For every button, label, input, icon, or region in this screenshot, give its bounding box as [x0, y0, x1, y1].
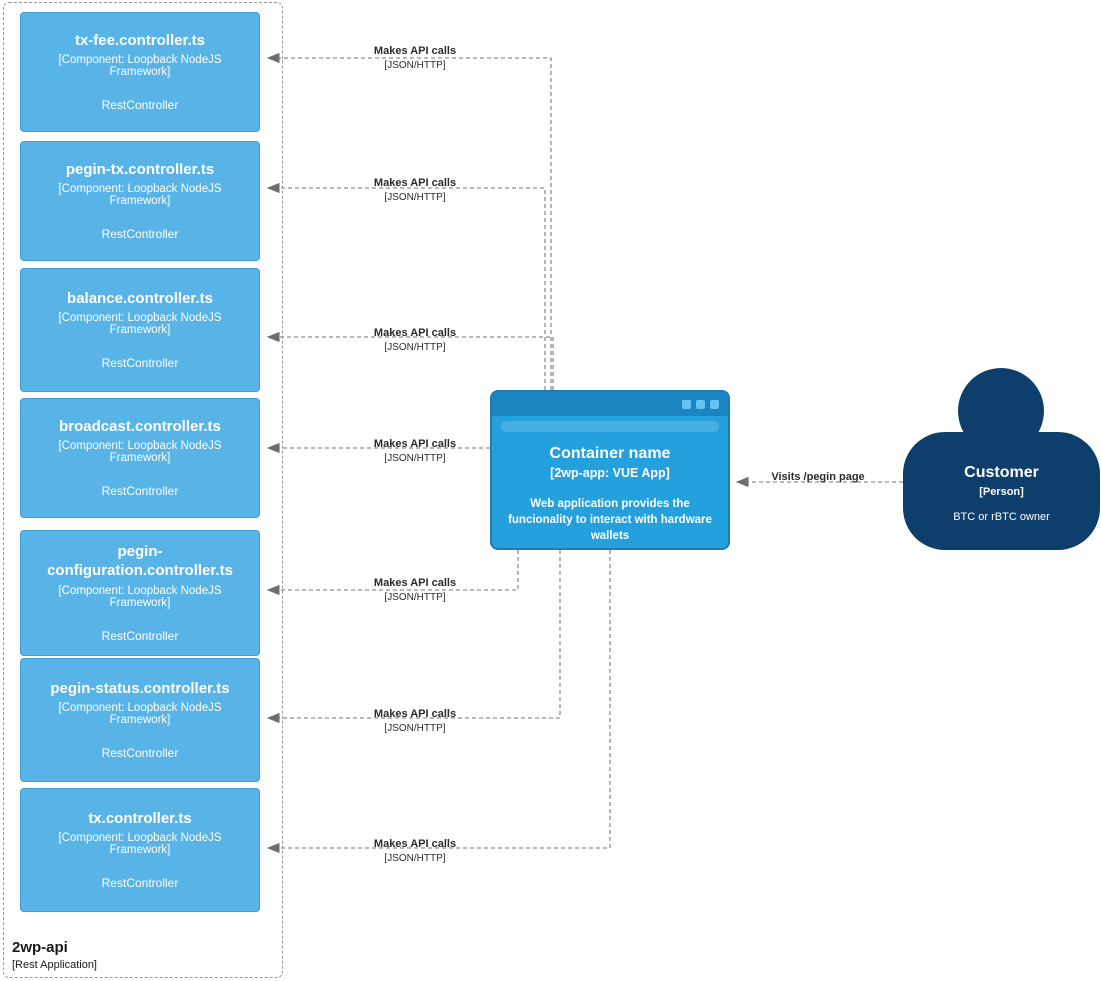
window-button-icon — [710, 399, 719, 409]
component-technology: RestController — [101, 484, 179, 499]
component-tx-fee-controller[interactable]: tx-fee.controller.ts [Component: Loopbac… — [20, 12, 260, 132]
component-name: pegin-tx.controller.ts — [65, 160, 215, 178]
boundary-2wp-api: 2wp-api [Rest Application] — [3, 2, 283, 978]
edge-label-text: Makes API calls — [373, 45, 457, 57]
edge-label-broadcast: Makes API calls [JSON/HTTP] — [374, 438, 456, 464]
edge-label-text: Makes API calls — [373, 327, 457, 339]
edge-label-technology: [JSON/HTTP] — [384, 453, 446, 464]
edge-label-technology: [JSON/HTTP] — [384, 592, 446, 603]
component-tx-controller[interactable]: tx.controller.ts [Component: Loopback No… — [20, 788, 260, 912]
container-2wp-app[interactable]: Container name [2wp-app: VUE App] Web ap… — [490, 390, 730, 550]
component-pegin-tx-controller[interactable]: pegin-tx.controller.ts [Component: Loopb… — [20, 141, 260, 261]
edge-api-pegin-status — [266, 550, 561, 724]
person-name: Customer — [964, 464, 1039, 481]
edge-label-technology: [JSON/HTTP] — [384, 853, 446, 864]
edge-label-tx: Makes API calls [JSON/HTTP] — [374, 838, 456, 864]
component-meta: [Component: Loopback NodeJS Framework] — [58, 312, 222, 337]
component-pegin-configuration-controller[interactable]: pegin-configuration.controller.ts [Compo… — [20, 530, 260, 656]
edge-api-balance — [266, 331, 554, 390]
edge-label-technology: [JSON/HTTP] — [384, 342, 446, 353]
component-balance-controller[interactable]: balance.controller.ts [Component: Loopba… — [20, 268, 260, 392]
container-description: Web application provides the funcionalit… — [508, 498, 712, 543]
component-technology: RestController — [101, 356, 179, 371]
component-name: tx-fee.controller.ts — [74, 31, 206, 49]
edge-api-tx — [266, 550, 611, 854]
edge-label-text: Makes API calls — [373, 838, 457, 850]
edge-label-pegin-tx: Makes API calls [JSON/HTTP] — [374, 177, 456, 203]
edge-label-tx-fee: Makes API calls [JSON/HTTP] — [374, 45, 456, 71]
edge-label-technology: [JSON/HTTP] — [384, 723, 446, 734]
component-technology: RestController — [101, 746, 179, 761]
component-meta: [Component: Loopback NodeJS Framework] — [58, 584, 222, 609]
window-button-icon — [696, 399, 705, 409]
person-meta: [Person] — [979, 486, 1024, 498]
browser-chrome-bar — [492, 392, 728, 416]
component-name: pegin-configuration.controller.ts — [47, 543, 233, 579]
edge-label-technology: [JSON/HTTP] — [384, 60, 446, 71]
edge-label-pegin-status: Makes API calls [JSON/HTTP] — [374, 708, 456, 734]
component-name: broadcast.controller.ts — [59, 417, 221, 435]
component-technology: RestController — [101, 98, 179, 113]
boundary-name: 2wp-api — [12, 939, 68, 956]
person-customer[interactable]: Customer [Person] BTC or rBTC owner — [903, 432, 1100, 550]
component-pegin-status-controller[interactable]: pegin-status.controller.ts [Component: L… — [20, 658, 260, 782]
component-meta: [Component: Loopback NodeJS Framework] — [58, 440, 222, 465]
edge-api-pegin-configuration — [266, 550, 519, 596]
component-name: pegin-status.controller.ts — [50, 679, 230, 697]
component-technology: RestController — [101, 876, 179, 891]
container-meta: [2wp-app: VUE App] — [550, 466, 670, 480]
container-body: Container name [2wp-app: VUE App] Web ap… — [492, 432, 728, 544]
address-bar — [501, 421, 719, 432]
window-button-icon — [682, 399, 691, 409]
edge-label-text: Visits /pegin page — [771, 471, 865, 483]
edge-label-balance: Makes API calls [JSON/HTTP] — [374, 327, 456, 353]
component-technology: RestController — [101, 628, 179, 643]
edge-api-pegin-tx — [266, 182, 546, 390]
edge-label-text: Makes API calls — [373, 177, 457, 189]
edge-label-pegin-configuration: Makes API calls [JSON/HTTP] — [374, 577, 456, 603]
edge-label-visits-pegin-page: Visits /pegin page — [771, 471, 864, 483]
edge-label-text: Makes API calls — [373, 577, 457, 589]
person-description: BTC or rBTC owner — [953, 511, 1050, 523]
component-meta: [Component: Loopback NodeJS Framework] — [58, 183, 222, 208]
component-technology: RestController — [101, 227, 179, 242]
edge-label-text: Makes API calls — [373, 708, 457, 720]
edge-label-text: Makes API calls — [373, 438, 457, 450]
edge-label-technology: [JSON/HTTP] — [384, 192, 446, 203]
component-meta: [Component: Loopback NodeJS Framework] — [58, 832, 222, 857]
edge-api-tx-fee — [266, 52, 552, 390]
component-broadcast-controller[interactable]: broadcast.controller.ts [Component: Loop… — [20, 398, 260, 518]
boundary-label: 2wp-api [Rest Application] — [12, 939, 97, 971]
container-name: Container name — [549, 445, 671, 462]
component-meta: [Component: Loopback NodeJS Framework] — [58, 702, 222, 727]
component-name: tx.controller.ts — [88, 809, 192, 827]
boundary-type: [Rest Application] — [12, 959, 97, 971]
component-name: balance.controller.ts — [67, 289, 213, 307]
component-meta: [Component: Loopback NodeJS Framework] — [58, 54, 222, 79]
